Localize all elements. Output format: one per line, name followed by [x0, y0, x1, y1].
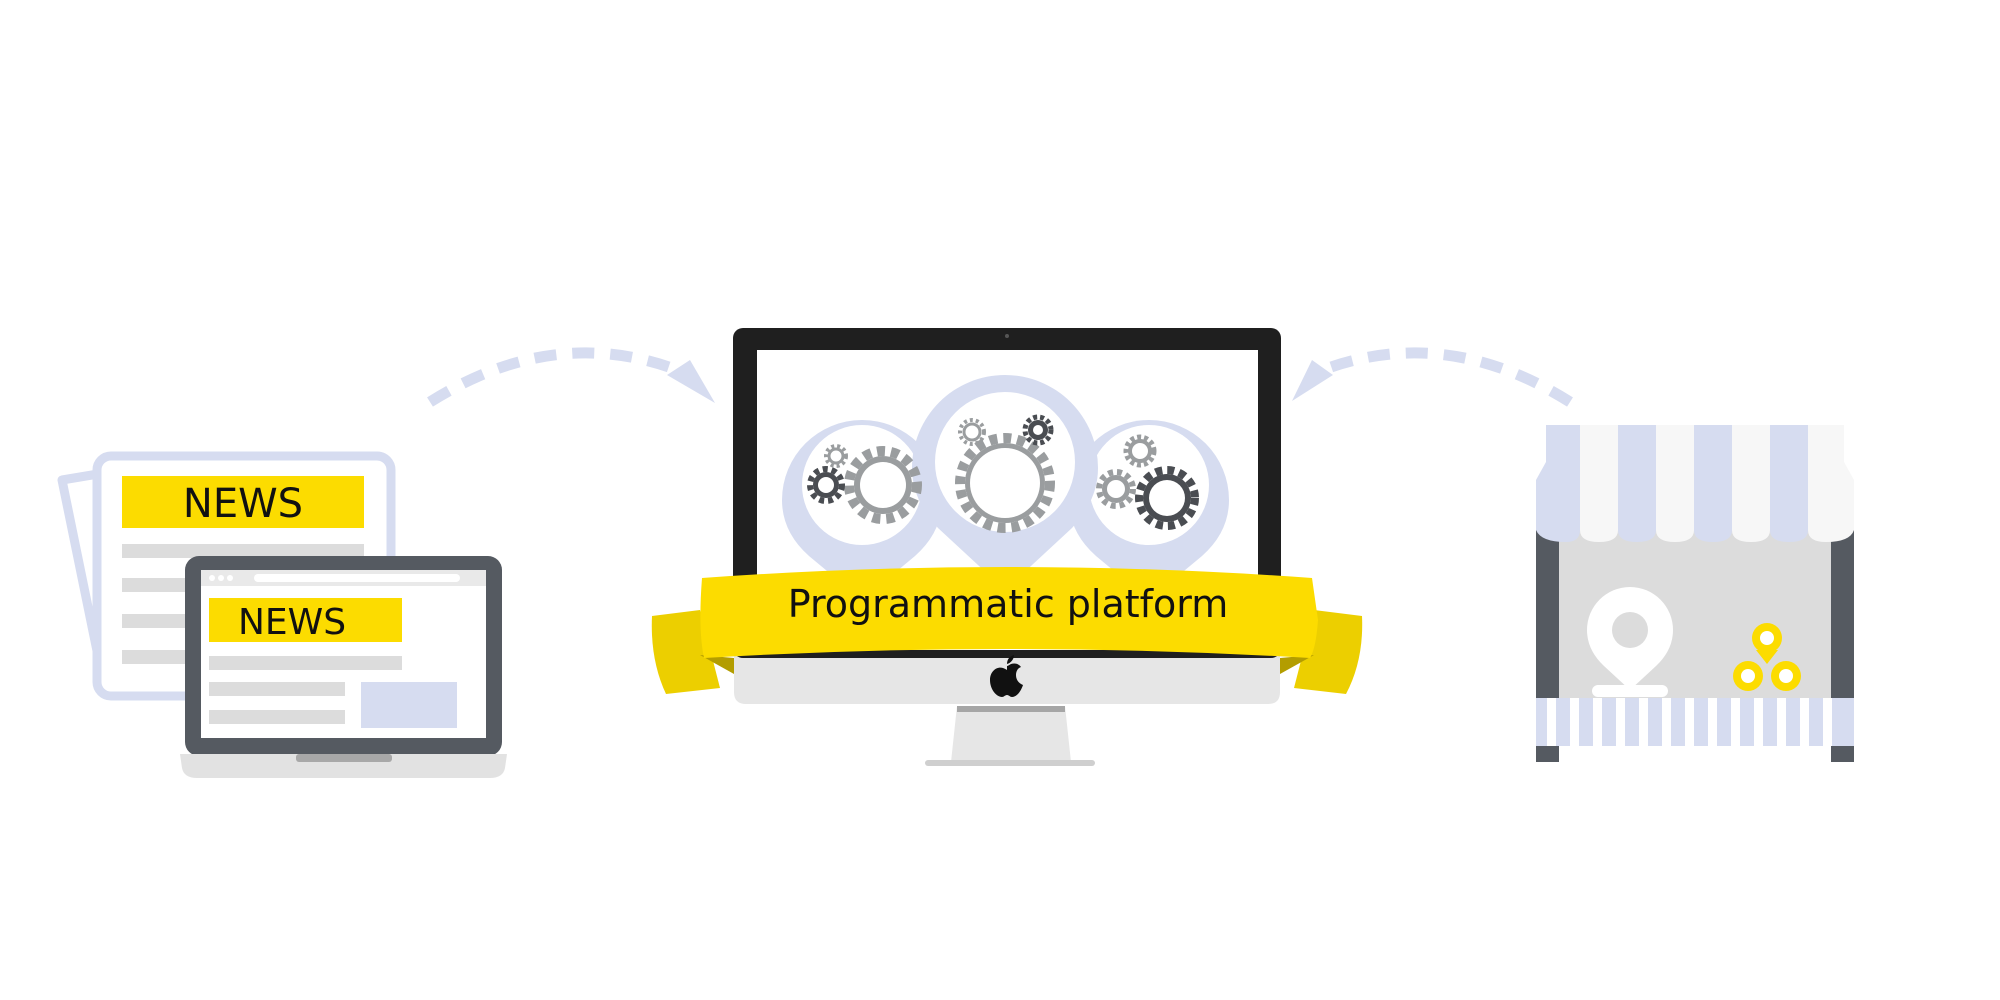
apple-logo-icon: [990, 655, 1023, 697]
newspaper-headline: NEWS: [183, 481, 303, 527]
gear-icon: [844, 446, 922, 524]
location-pin-icon: [1587, 587, 1673, 697]
laptop-headline: NEWS: [238, 602, 346, 643]
counter-stripes: [1547, 698, 1832, 746]
awning: [1536, 425, 1854, 542]
storefront-icon: [1536, 425, 1854, 762]
gear-icon: [824, 444, 848, 468]
gear-icon: [1123, 434, 1157, 468]
gear-icon: [1135, 466, 1199, 530]
gear-icon: [958, 418, 986, 446]
right-arrow-icon: [1292, 347, 1573, 407]
left-arrow-icon: [427, 347, 715, 407]
laptop-icon: NEWS: [180, 556, 507, 778]
location-pin-icon: [1733, 623, 1801, 691]
gear-icon: [1022, 414, 1054, 446]
platform-banner: Programmatic platform: [651, 567, 1363, 694]
banner-label: Programmatic platform: [788, 582, 1229, 626]
gear-icon: [955, 433, 1055, 533]
gear-icon: [807, 466, 845, 504]
gear-pins: [782, 375, 1229, 600]
gear-icon: [1096, 469, 1136, 509]
